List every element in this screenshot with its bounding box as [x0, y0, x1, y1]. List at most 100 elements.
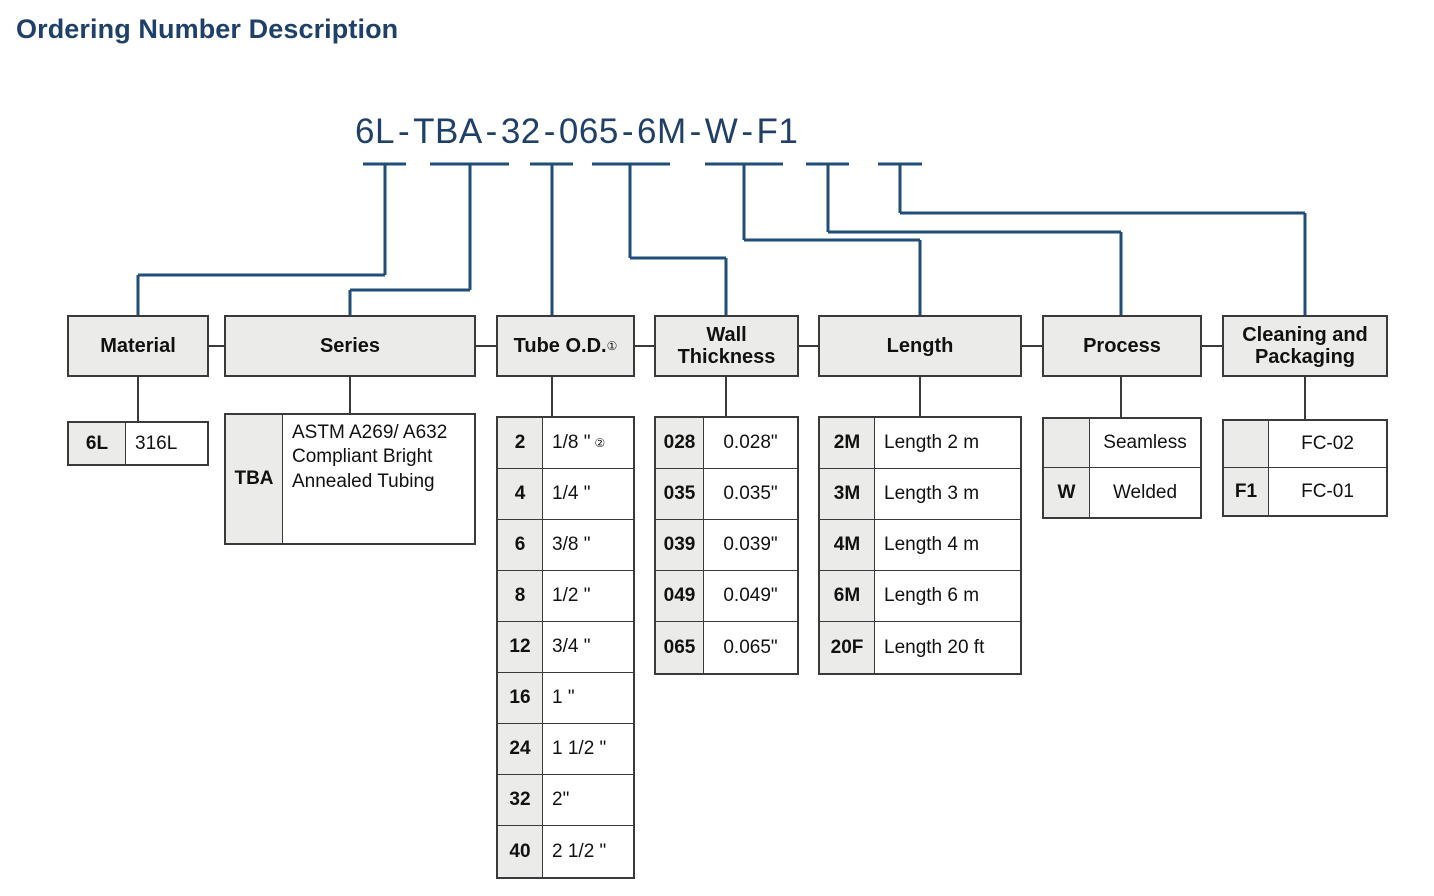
option-code: 12 [498, 622, 543, 672]
table-row[interactable]: 20F Length 20 ft [820, 622, 1020, 673]
header-box-tube-od[interactable]: Tube O.D.① [496, 315, 635, 377]
option-desc: 2" [543, 775, 633, 825]
option-code: 32 [498, 775, 543, 825]
table-row[interactable]: 4 1/4 " [498, 469, 633, 520]
option-code: F1 [1224, 468, 1269, 515]
options-table-process: Seamless W Welded [1042, 417, 1202, 519]
order-segment-length: 6M [636, 112, 687, 151]
order-separator: - [741, 112, 754, 151]
order-segment-material: 6L [355, 112, 395, 151]
option-desc: Length 20 ft [875, 622, 1020, 673]
option-code: 035 [656, 469, 704, 519]
option-code [1044, 419, 1090, 467]
option-code: 40 [498, 826, 543, 877]
order-separator: - [485, 112, 498, 151]
table-row[interactable]: 32 2" [498, 775, 633, 826]
header-label-process: Process [1083, 334, 1161, 357]
order-separator: - [543, 112, 556, 151]
option-code [1224, 421, 1269, 467]
option-desc: 2 1/2 " [543, 826, 633, 877]
table-row[interactable]: 6L 316L [69, 423, 207, 464]
table-row[interactable]: 049 0.049" [656, 571, 797, 622]
option-desc: 316L [126, 423, 207, 464]
table-row[interactable]: FC-02 [1224, 421, 1386, 468]
table-row[interactable]: 028 0.028" [656, 418, 797, 469]
table-row[interactable]: 035 0.035" [656, 469, 797, 520]
option-code: 028 [656, 418, 704, 468]
header-label-wall-thickness: Wall Thickness [677, 323, 776, 368]
option-desc: ASTM A269/ A632 Compliant Bright Anneale… [283, 415, 474, 543]
table-row[interactable]: 3M Length 3 m [820, 469, 1020, 520]
options-table-wall-thickness: 028 0.028" 035 0.035" 039 0.039" 049 0.0… [654, 416, 799, 675]
table-row[interactable]: 039 0.039" [656, 520, 797, 571]
order-separator: - [689, 112, 702, 151]
footnote-marker-2: ② [594, 436, 606, 450]
option-desc-text: 1/8 " [552, 432, 591, 453]
option-desc: Welded [1090, 468, 1200, 517]
option-desc: 0.028" [704, 418, 797, 468]
table-row[interactable]: 40 2 1/2 " [498, 826, 633, 877]
option-desc: Length 6 m [875, 571, 1020, 621]
header-box-cleaning-and-packaging[interactable]: Cleaning and Packaging [1222, 315, 1388, 377]
table-row[interactable]: W Welded [1044, 468, 1200, 517]
table-row[interactable]: 6M Length 6 m [820, 571, 1020, 622]
option-desc: 1 1/2 " [543, 724, 633, 774]
options-table-tube-od: 2 1/8 "② 4 1/4 " 6 3/8 " 8 1/2 " 12 3/4 … [496, 416, 635, 879]
table-row[interactable]: 24 1 1/2 " [498, 724, 633, 775]
option-desc: 0.039" [704, 520, 797, 570]
option-code: 065 [656, 622, 704, 673]
option-code: 049 [656, 571, 704, 621]
order-separator: - [621, 112, 634, 151]
option-code: 6M [820, 571, 875, 621]
header-box-length[interactable]: Length [818, 315, 1022, 377]
option-code: TBA [226, 415, 283, 543]
option-desc: 0.035" [704, 469, 797, 519]
option-code: 20F [820, 622, 875, 673]
option-desc: FC-01 [1269, 468, 1386, 515]
option-desc: Length 3 m [875, 469, 1020, 519]
option-code: W [1044, 468, 1090, 517]
order-separator: - [397, 112, 411, 151]
header-box-series[interactable]: Series [224, 315, 476, 377]
option-desc: 0.049" [704, 571, 797, 621]
options-table-length: 2M Length 2 m 3M Length 3 m 4M Length 4 … [818, 416, 1022, 675]
option-code: 2 [498, 418, 543, 468]
option-code: 8 [498, 571, 543, 621]
table-row[interactable]: 16 1 " [498, 673, 633, 724]
order-segment-cleaning: F1 [756, 112, 799, 151]
order-segment-series: TBA [413, 112, 483, 151]
options-table-cleaning-and-packaging: FC-02 F1 FC-01 [1222, 419, 1388, 517]
options-table-material: 6L 316L [67, 421, 209, 466]
order-segment-process: W [704, 112, 739, 151]
option-code: 039 [656, 520, 704, 570]
header-label-series: Series [319, 334, 381, 357]
option-desc: 3/4 " [543, 622, 633, 672]
option-desc: 1/2 " [543, 571, 633, 621]
header-label-tube-od: Tube O.D. [513, 334, 607, 357]
header-box-material[interactable]: Material [67, 315, 209, 377]
option-desc: Length 4 m [875, 520, 1020, 570]
page-title: Ordering Number Description [16, 14, 399, 44]
table-row[interactable]: TBA ASTM A269/ A632 Compliant Bright Ann… [226, 415, 474, 543]
option-desc: Length 2 m [875, 418, 1020, 468]
table-row[interactable]: 2 1/8 "② [498, 418, 633, 469]
table-row[interactable]: 2M Length 2 m [820, 418, 1020, 469]
table-row[interactable]: 065 0.065" [656, 622, 797, 673]
option-desc: 1/4 " [543, 469, 633, 519]
header-box-process[interactable]: Process [1042, 315, 1202, 377]
table-row[interactable]: F1 FC-01 [1224, 468, 1386, 515]
option-code: 24 [498, 724, 543, 774]
header-label-length: Length [886, 334, 954, 357]
order-segment-wall-thickness: 065 [558, 112, 619, 151]
order-segment-tube-od: 32 [500, 112, 541, 151]
table-row[interactable]: 12 3/4 " [498, 622, 633, 673]
table-row[interactable]: 8 1/2 " [498, 571, 633, 622]
option-code: 16 [498, 673, 543, 723]
table-row[interactable]: Seamless [1044, 419, 1200, 468]
header-box-wall-thickness[interactable]: Wall Thickness [654, 315, 799, 377]
table-row[interactable]: 6 3/8 " [498, 520, 633, 571]
ordering-number-string: 6L-TBA-32-065-6M-W-F1 [355, 112, 798, 152]
option-code: 4M [820, 520, 875, 570]
options-table-series: TBA ASTM A269/ A632 Compliant Bright Ann… [224, 413, 476, 545]
table-row[interactable]: 4M Length 4 m [820, 520, 1020, 571]
